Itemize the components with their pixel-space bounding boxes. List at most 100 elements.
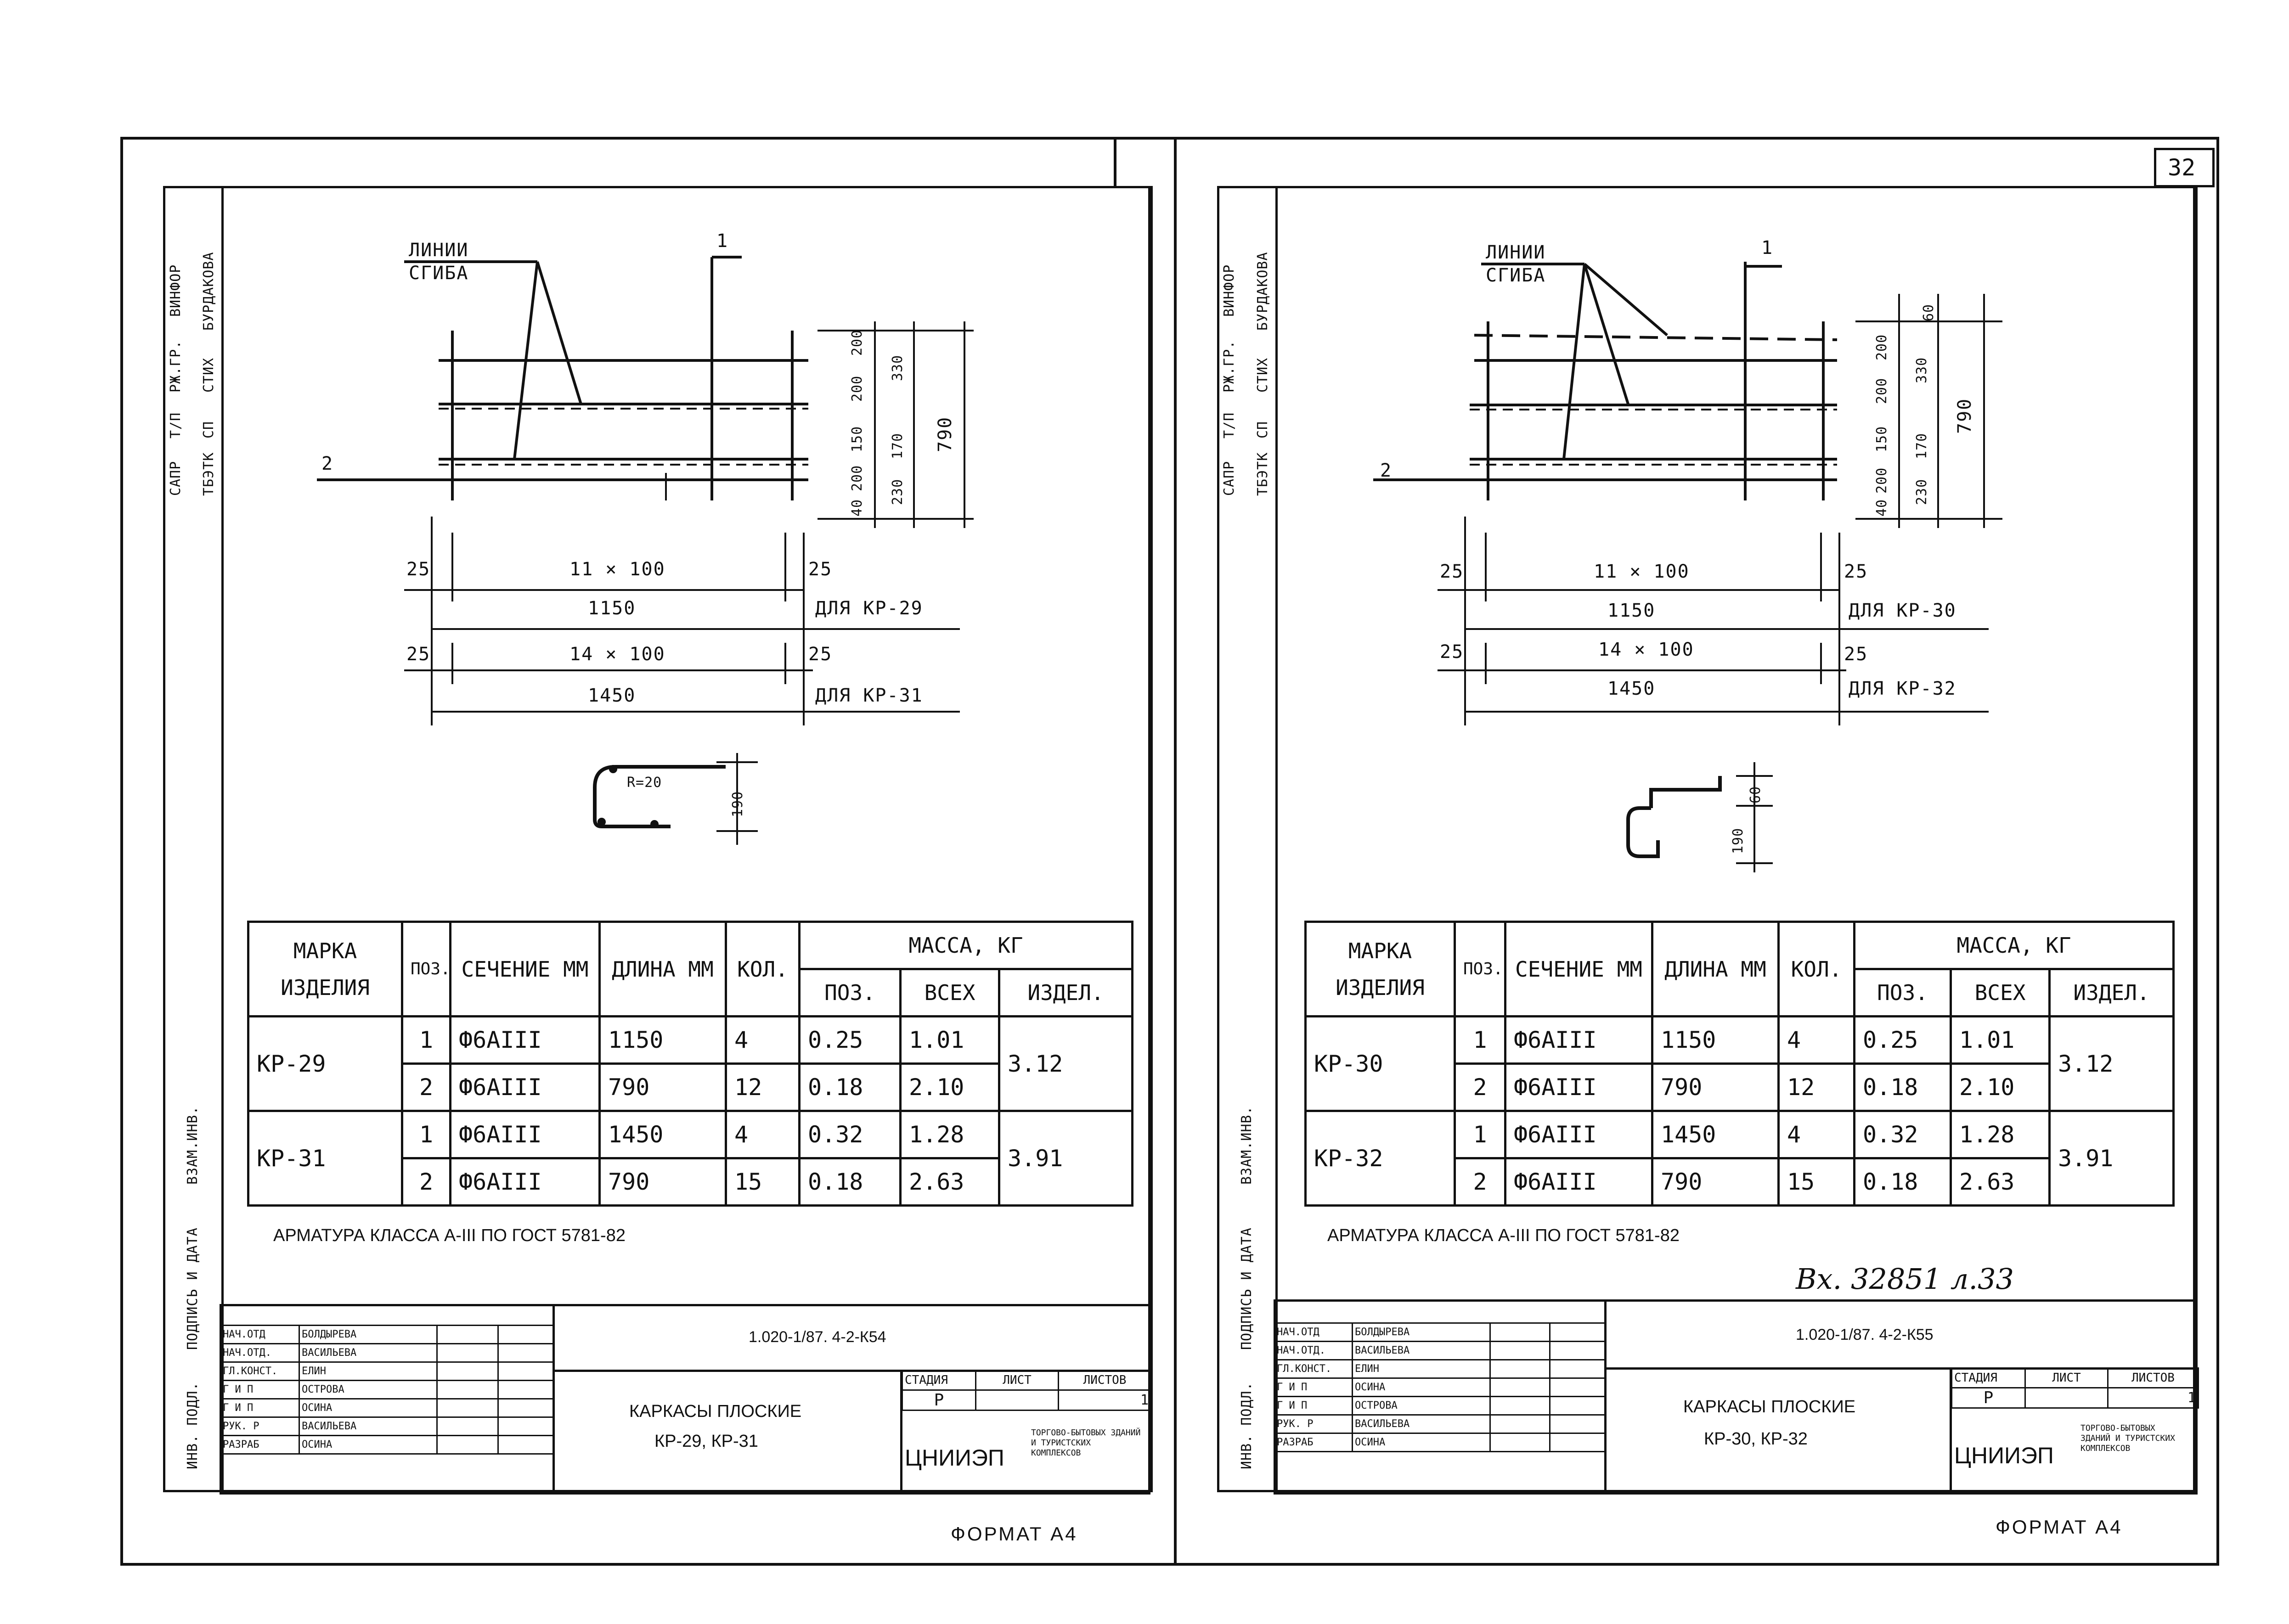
end-right: 25 <box>808 559 833 580</box>
organization-note: ТОРГОВО-БЫТОВЫХ ЗДАНИЙ И ТУРИСТСКИХ КОМП… <box>2080 1423 2175 1453</box>
cell-mark: КР-31 <box>247 1110 403 1207</box>
organization-note: ТОРГОВО-БЫТОВЫХ ЗДАНИЙ И ТУРИСТСКИХ КОМП… <box>1031 1428 1141 1458</box>
role: ГЛ.КОНСТ. <box>1274 1359 1353 1379</box>
role: Г И П <box>1274 1377 1353 1397</box>
cell-length: 790 <box>1651 1062 1780 1112</box>
vdim: 150 <box>849 426 865 452</box>
sheet-divider <box>1174 137 1177 1566</box>
note-1: ДЛЯ КР-29 <box>815 598 923 619</box>
bend-height: 190 <box>730 791 746 817</box>
sheet-left-frame <box>163 186 1153 1492</box>
sheet-header: ЛИСТ <box>2024 1367 2109 1388</box>
hdr-section: СЕЧЕНИЕ ММ <box>1504 921 1653 1017</box>
role: РАЗРАБ <box>1274 1433 1353 1452</box>
cell-mitem: 3.91 <box>998 1110 1134 1207</box>
end-left: 25 <box>406 644 431 665</box>
hdr-pos: ПОЗ. <box>401 921 451 1017</box>
bend-height: 190 <box>1730 827 1746 854</box>
vdim: 230 <box>1914 478 1930 505</box>
role: РАЗРАБ <box>220 1435 300 1455</box>
spec-table-left: МАРКА ИЗДЕЛИЯ ПОЗ. СЕЧЕНИЕ ММ ДЛИНА ММ К… <box>247 921 1134 1207</box>
name: ЕЛИН <box>299 1361 438 1381</box>
bend-lines-label-1: ЛИНИИ <box>409 240 469 261</box>
total-1: 1150 <box>588 598 636 619</box>
sheets-value: 1 <box>1058 1389 1152 1411</box>
step-2: 14 × 100 <box>1598 639 1694 660</box>
stage-header: СТАДИЯ <box>1951 1367 2026 1388</box>
cell-mitem: 3.12 <box>2048 1015 2175 1112</box>
cell-mitem: 3.91 <box>2048 1110 2175 1207</box>
role: НАЧ.ОТД. <box>1274 1341 1353 1360</box>
sidebar-cell: ТБЭТК <box>201 452 217 496</box>
sidebar-label-inv: ИНВ. ПОДЛ. <box>1239 1382 1255 1469</box>
title-line-2: КР-29, КР-31 <box>654 1432 758 1451</box>
hdr-length: ДЛИНА ММ <box>1651 921 1780 1017</box>
cell-mall: 1.28 <box>1950 1110 2051 1159</box>
cell-qty: 15 <box>725 1157 801 1207</box>
sidebar-cell: СП <box>1255 421 1271 438</box>
vdim: 170 <box>890 433 906 459</box>
table-row: КР-31 1 Ф6АIII 1450 4 0.32 1.28 3.91 <box>247 1110 1134 1207</box>
sidebar-cell: ВИНФОР <box>168 264 184 317</box>
sidebar-cell: СТИХ <box>201 357 217 393</box>
cell-mall: 1.01 <box>1950 1015 2051 1065</box>
vdim: 200 <box>849 465 865 491</box>
name: ВАСИЛЬЕВА <box>1352 1414 1491 1434</box>
cell-mpos: 0.18 <box>798 1062 902 1112</box>
sidebar-cell: БУРДАКОВА <box>201 252 217 331</box>
role: Г И П <box>1274 1396 1353 1416</box>
cell-section: Ф6АIII <box>1504 1015 1653 1065</box>
role: РУК. Р <box>1274 1414 1353 1434</box>
sheets-header: ЛИСТОВ <box>2107 1367 2199 1388</box>
end-left: 25 <box>1440 561 1464 582</box>
hdr-qty: КОЛ. <box>1777 921 1855 1017</box>
top-strip <box>1114 137 1116 187</box>
hdr-mass-item: ИЗДЕЛ. <box>2048 968 2175 1017</box>
vdim: 40 <box>1874 499 1890 517</box>
cell-pos: 1 <box>1454 1110 1506 1159</box>
cell-mall: 2.10 <box>1950 1062 2051 1112</box>
vdim: 330 <box>890 354 906 381</box>
table-row: 2 Ф6АIII 790 15 0.18 2.63 <box>248 1157 1133 1207</box>
table-row: КР-29 1 Ф6АIII 1150 4 0.25 1.01 3.12 <box>247 1015 1134 1112</box>
vdim: 200 <box>849 375 865 402</box>
cell-qty: 4 <box>1777 1015 1855 1065</box>
cell-mark: КР-32 <box>1304 1110 1456 1207</box>
cell-qty: 4 <box>725 1015 801 1065</box>
cell-section: Ф6АIII <box>1504 1157 1653 1207</box>
title-block-divider-2 <box>900 1370 902 1495</box>
rebar-note: АРМАТУРА КЛАССА А-III ПО ГОСТ 5781-82 <box>1327 1226 1680 1245</box>
sidebar-cell: БУРДАКОВА <box>1255 252 1271 331</box>
stage-value: Р <box>1951 1387 2026 1409</box>
role: ГЛ.КОНСТ. <box>220 1361 300 1381</box>
cell-mpos: 0.18 <box>1853 1062 1952 1112</box>
cell-pos: 2 <box>1454 1062 1506 1112</box>
sidebar-cell: ВИНФОР <box>1221 264 1237 317</box>
bend-lines-label-2: СГИБА <box>409 263 469 284</box>
note-2: ДЛЯ КР-32 <box>1849 678 1956 699</box>
title-block-divider-2 <box>1950 1367 1952 1495</box>
cell-pos: 2 <box>1454 1157 1506 1207</box>
cell-pos: 1 <box>401 1110 451 1159</box>
hdr-mass-pos: ПОЗ. <box>798 968 902 1017</box>
vdim: 200 <box>1874 334 1890 360</box>
name: ОСИНА <box>299 1435 438 1455</box>
page-number: 32 <box>2168 154 2196 181</box>
sidebar-cell: СП <box>201 421 217 438</box>
cell-section: Ф6АIII <box>449 1062 601 1112</box>
bend-radius: R=20 <box>627 775 662 791</box>
sheet-right-frame <box>1217 186 2198 1492</box>
cell-mark: КР-30 <box>1304 1015 1456 1112</box>
role: НАЧ.ОТД <box>220 1325 300 1344</box>
cell-pos: 2 <box>401 1062 451 1112</box>
cell-mpos: 0.32 <box>798 1110 902 1159</box>
title-line-1: КАРКАСЫ ПЛОСКИЕ <box>1683 1397 1856 1416</box>
name: ВАСИЛЬЕВА <box>299 1343 438 1363</box>
cell-length: 790 <box>598 1157 727 1207</box>
cell-mitem: 3.12 <box>998 1015 1134 1112</box>
sidebar-label-vzam: ВЗАМ.ИНВ. <box>185 1106 201 1185</box>
hdr-mass-item: ИЗДЕЛ. <box>998 968 1134 1017</box>
sidebar-cell: Т/П <box>168 412 184 438</box>
sidebar-label-podpis: ПОДПИСЬ И ДАТА <box>1239 1227 1255 1350</box>
